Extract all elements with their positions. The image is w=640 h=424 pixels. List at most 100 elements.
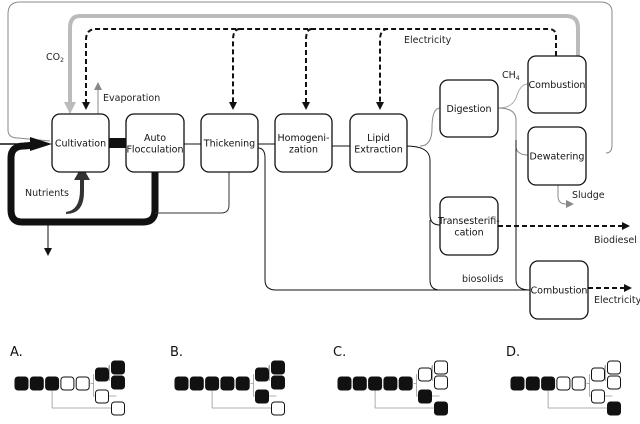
node-label: zation <box>289 144 318 155</box>
lipid-digestion-line <box>419 107 441 147</box>
scenario-link <box>90 374 94 384</box>
nutrients-arrow <box>66 166 90 214</box>
transesterification-node <box>255 389 269 404</box>
scenario-link <box>413 374 417 384</box>
digestion-combustion-line <box>497 83 529 109</box>
node-box <box>527 126 587 186</box>
scenario-panel: A. <box>10 345 125 416</box>
chain-node <box>337 376 352 391</box>
thickening-biosolids-line <box>257 147 530 291</box>
biosolids-combustion-node <box>111 401 125 416</box>
node-label: Auto <box>144 133 166 144</box>
combustion-node <box>434 360 448 375</box>
chain-node <box>556 376 571 391</box>
electricity-top-label: Electricity <box>404 35 452 46</box>
biodiesel-label: Biodiesel <box>594 235 637 246</box>
chain-node <box>29 376 44 391</box>
co2-label: CO2 <box>46 52 64 64</box>
ch4-label: CH4 <box>502 70 520 82</box>
node-homogenization: Homogeni-zation <box>274 113 333 173</box>
node-label: Homogeni- <box>278 133 330 144</box>
scenario-link <box>374 390 437 409</box>
node-dewatering: Dewatering <box>527 126 587 186</box>
chain-node <box>235 376 250 391</box>
biosolids-combustion-node <box>271 401 285 416</box>
chain-node <box>510 376 525 391</box>
scenario-link <box>250 374 254 384</box>
scenario-label: C. <box>333 345 346 360</box>
scenario-label: B. <box>170 345 183 360</box>
node-label: Digestion <box>447 104 492 115</box>
node-box <box>125 113 185 173</box>
node-label: Thickening <box>203 139 255 150</box>
chain-node <box>174 376 189 391</box>
chain-node <box>189 376 204 391</box>
nutrients-label: Nutrients <box>25 188 69 199</box>
digestion-node <box>255 367 269 382</box>
node-label: cation <box>454 227 483 238</box>
node-box <box>51 113 110 173</box>
node-cultivation: Cultivation <box>51 113 110 173</box>
node-box <box>439 196 499 256</box>
dewatering-node <box>271 375 285 390</box>
lipid-trans-line <box>405 145 441 226</box>
chain-node <box>368 376 383 391</box>
node-combustion-bottom: Combustion <box>529 260 589 320</box>
scenario-link <box>547 390 610 409</box>
electricity-bottom-label: Electricity <box>594 295 640 306</box>
node-label: Extraction <box>354 144 403 155</box>
transesterification-node <box>591 389 605 404</box>
biosolids-combustion-node <box>607 401 621 416</box>
sludge-arrow <box>557 185 574 208</box>
electricity-feedback-lines <box>82 28 557 110</box>
node-box <box>529 260 589 320</box>
digestion-node <box>95 367 109 382</box>
node-box <box>439 79 499 138</box>
biosolids-label: biosolids <box>462 274 504 285</box>
flocculation-recycle-line <box>7 141 159 226</box>
biosolids-combustion-node <box>434 401 448 416</box>
chain-node <box>205 376 220 391</box>
chain-node <box>352 376 367 391</box>
chain-node <box>571 376 586 391</box>
scenario-panel: B. <box>170 345 285 416</box>
lipid-biosolids-line <box>429 220 441 291</box>
node-digestion: Digestion <box>439 79 499 138</box>
scenario-panel: D. <box>506 345 621 416</box>
co2-return-line <box>64 14 580 114</box>
combustion-node <box>111 360 125 375</box>
digestion-dewatering-line <box>497 107 529 156</box>
node-transesterification: Transesterifi-cation <box>437 196 500 256</box>
node-box <box>274 113 333 173</box>
combustion-node <box>607 360 621 375</box>
sludge-label: Sludge <box>572 190 605 201</box>
scenario-label: D. <box>506 345 520 360</box>
scenario-link <box>211 390 274 409</box>
node-box <box>349 113 408 173</box>
node-label: Combustion <box>529 80 586 91</box>
digestion-combustion-bottom-line <box>515 140 531 291</box>
cultivation-floc-link <box>108 138 128 148</box>
chain-node <box>75 376 90 391</box>
dewatering-node <box>607 375 621 390</box>
node-label: Dewatering <box>530 152 585 163</box>
node-label: Transesterifi- <box>437 216 499 227</box>
digestion-node <box>591 367 605 382</box>
transesterification-node <box>418 389 432 404</box>
node-box <box>200 113 259 173</box>
chain-node <box>541 376 556 391</box>
node-thickening: Thickening <box>200 113 259 173</box>
chain-node <box>60 376 75 391</box>
dewatering-node <box>434 375 448 390</box>
evaporation-label: Evaporation <box>103 93 160 104</box>
node-label: Lipid <box>367 133 390 144</box>
node-combustion-top: Combustion <box>527 55 587 114</box>
digestion-node <box>418 367 432 382</box>
scenario-panels: A. B. C. D. <box>10 345 621 416</box>
dewatering-node <box>111 375 125 390</box>
thickening-return-line <box>155 172 230 214</box>
scenario-label: A. <box>10 345 23 360</box>
